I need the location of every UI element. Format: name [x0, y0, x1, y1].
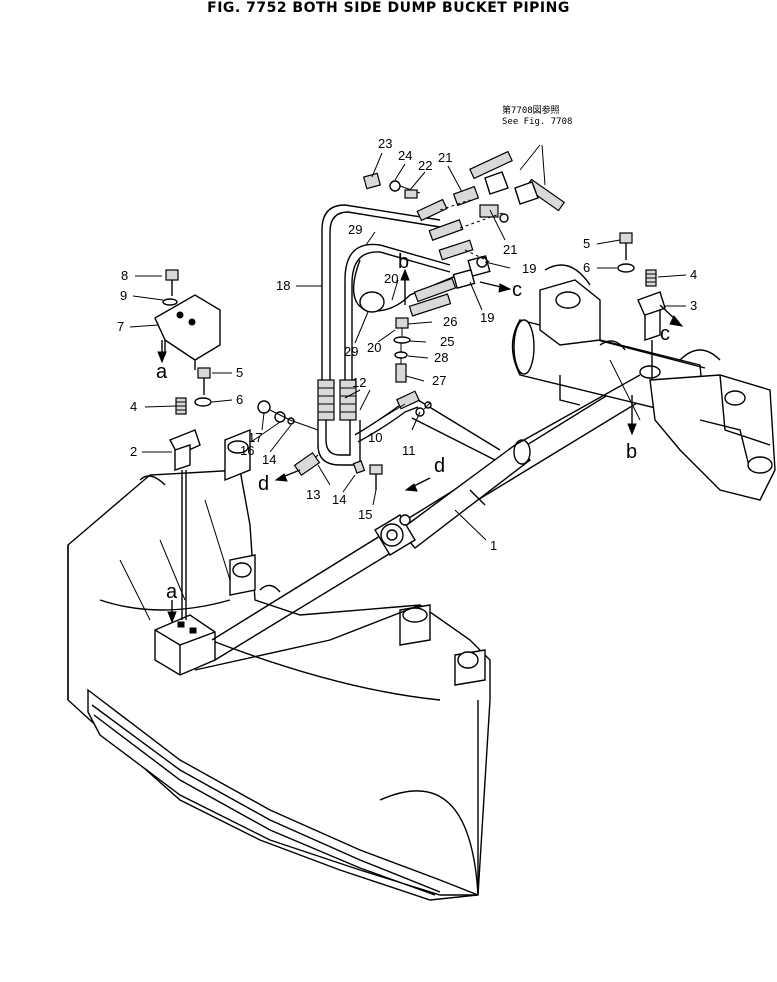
- callout-15: 15: [358, 507, 372, 522]
- tractor-frame: [511, 264, 776, 501]
- callout-11: 11: [402, 443, 416, 458]
- letter-b-lower: b: [626, 441, 637, 463]
- callout-12: 12: [352, 375, 366, 390]
- callout-29-upper: 29: [348, 222, 362, 237]
- leader-lines: [129, 152, 687, 541]
- callout-23: 23: [378, 136, 392, 151]
- callout-29-lower: 29: [344, 344, 358, 359]
- callout-25: 25: [440, 334, 454, 349]
- callout-4-left: 4: [130, 399, 137, 414]
- callout-21-upper: 21: [438, 150, 452, 165]
- callout-24: 24: [398, 148, 412, 163]
- callout-5-left: 5: [236, 365, 243, 380]
- callout-14-right: 14: [332, 492, 346, 507]
- right-brackets: [617, 232, 684, 436]
- letter-c-right: c: [660, 323, 670, 345]
- callout-6-right: 6: [583, 260, 590, 275]
- callout-27: 27: [432, 373, 446, 388]
- connection-letter-labels: a a b b c c d d: [156, 251, 670, 603]
- connection-arrows: [274, 268, 512, 492]
- callout-28: 28: [434, 350, 448, 365]
- callout-13: 13: [306, 487, 320, 502]
- letter-b-upper: b: [398, 251, 409, 273]
- callout-3: 3: [690, 298, 697, 313]
- callout-19-upper: 19: [522, 261, 536, 276]
- callout-26: 26: [443, 314, 457, 329]
- dozer-blade: [67, 374, 651, 901]
- callout-8: 8: [121, 268, 128, 283]
- callout-21-lower: 21: [503, 242, 517, 257]
- reference-note-jp: 第7708図参照: [502, 104, 560, 116]
- loose-fittings: [257, 317, 432, 490]
- callout-18: 18: [276, 278, 290, 293]
- callout-labels: 1 2 3 4 4 5 5 6 6 7 8 9 10 11 12 13 14 1…: [117, 136, 697, 553]
- callout-14-left: 14: [262, 452, 276, 467]
- callout-6-left: 6: [236, 392, 243, 407]
- upper-fitting-cluster: [362, 144, 566, 317]
- callout-1: 1: [490, 538, 497, 553]
- letter-a-lower: a: [166, 581, 178, 603]
- letter-d-left: d: [258, 473, 269, 495]
- letter-c-left: c: [512, 279, 522, 301]
- callout-9: 9: [120, 288, 127, 303]
- callout-22: 22: [418, 158, 432, 173]
- left-brackets: [154, 269, 221, 624]
- callout-19-lower: 19: [480, 310, 494, 325]
- hose-assembly: [293, 204, 501, 477]
- hydraulic-cylinder: [374, 374, 641, 556]
- callout-2: 2: [130, 444, 137, 459]
- callout-17: 17: [248, 430, 262, 445]
- callout-20-upper: 20: [384, 271, 398, 286]
- callout-20-lower: 20: [367, 340, 381, 355]
- callout-7: 7: [117, 319, 124, 334]
- letter-a-upper: a: [156, 361, 168, 383]
- letter-d-right: d: [434, 455, 445, 477]
- callout-5-right: 5: [583, 236, 590, 251]
- callout-10: 10: [368, 430, 382, 445]
- reference-note-en: See Fig. 7708: [502, 117, 572, 127]
- callout-4-right: 4: [690, 267, 697, 282]
- callout-16: 16: [240, 443, 254, 458]
- figure-title: FIG. 7752 BOTH SIDE DUMP BUCKET PIPING: [207, 0, 570, 16]
